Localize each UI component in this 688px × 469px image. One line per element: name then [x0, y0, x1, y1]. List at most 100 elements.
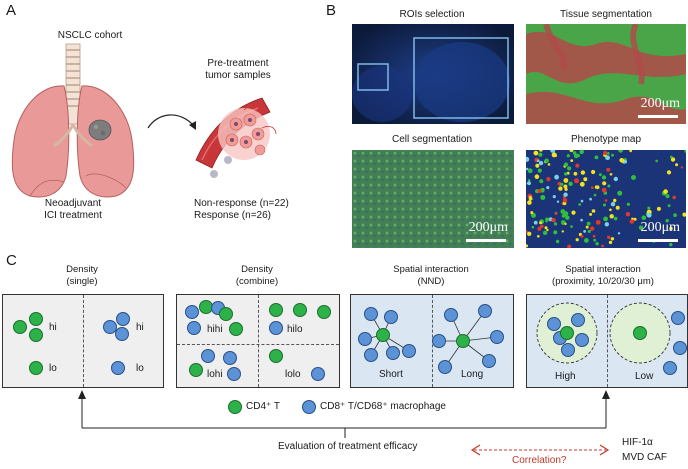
phenotype-cell-speck: [669, 242, 673, 247]
phenotype-cell-speck: [672, 195, 676, 200]
box2-label-hilo: hilo: [287, 324, 303, 335]
samples-title-line2: tumor samples: [205, 70, 271, 81]
phenotype-cell-speck: [589, 197, 592, 201]
phenotype-cell-speck: [563, 192, 568, 197]
phenotype-cell-speck: [613, 176, 618, 182]
cd4-cell: [269, 349, 283, 363]
phenotype-cell-speck: [527, 200, 532, 205]
phenotype-cell-speck: [617, 232, 621, 235]
phenotype-cell-speck: [629, 219, 634, 224]
phenotype-cell-speck: [537, 189, 542, 193]
trachea-icon: [65, 43, 81, 125]
phenotype-cell-speck: [526, 156, 530, 162]
cd8-cell: [444, 308, 458, 322]
panel-c-letter: C: [6, 252, 17, 269]
box3-label-long: Long: [461, 369, 484, 380]
phenotype-cell-speck: [534, 174, 540, 179]
cd4-cell: [29, 312, 43, 326]
response-count: Response (n=26): [194, 210, 271, 221]
phenotype-cell-speck: [631, 175, 636, 180]
phenotype-cell-speck: [553, 222, 558, 226]
phenotype-cell-speck: [584, 238, 589, 243]
phenotype-cell-speck: [537, 226, 542, 231]
phenotype-cell-speck: [583, 177, 588, 182]
phenotype-cell-speck: [560, 182, 564, 186]
phenotype-cell-speck: [530, 211, 534, 215]
phenotype-cell-speck: [591, 169, 596, 175]
cd8-cell: [103, 320, 117, 334]
box2-title-line1: Density: [241, 264, 273, 275]
phenotype-cell-speck: [593, 238, 597, 242]
phenotype-cell-speck: [558, 186, 563, 191]
phenotype-cell-speck: [682, 212, 686, 217]
phenotype-cell-speck: [533, 150, 539, 156]
phenotype-cell-speck: [563, 184, 568, 189]
cd8-cell: [386, 346, 400, 360]
tissue-scale-bar: [638, 115, 678, 118]
phenotype-cell-speck: [673, 213, 677, 217]
phenotype-cell-speck: [537, 235, 540, 238]
phenotype-cell-speck: [609, 214, 614, 219]
box2-title: Density (combine): [176, 264, 338, 288]
right-lung-icon: [76, 85, 135, 198]
phenotype-cell-speck: [646, 212, 652, 218]
phenotype-cell-speck: [593, 193, 597, 197]
box1-label-lo-right: lo: [136, 363, 144, 374]
phenotype-cell-speck: [601, 187, 607, 193]
phenotype-cell-speck: [546, 228, 549, 232]
treatment-label: Neoadjuvant ICI treatment: [22, 198, 124, 222]
legend-cd8-label: CD8⁺ T/CD68⁺ macrophage: [320, 401, 446, 412]
box1-label-lo-left: lo: [49, 363, 57, 374]
phenotype-cell-speck: [554, 174, 559, 180]
tissue-scale-label: 200μm: [640, 96, 680, 111]
phenotype-cell-speck: [590, 226, 595, 231]
phenotype-scale-label: 200μm: [640, 220, 680, 235]
phenotype-cell-speck: [546, 177, 551, 182]
box3-title-line2: (NND): [417, 276, 445, 287]
cd8-cell: [663, 361, 677, 375]
box2-label-lohi: lohi: [207, 369, 223, 380]
sample-arrow: [147, 114, 195, 129]
phenotype-cell-speck: [669, 155, 673, 159]
phenotype-cell-speck: [587, 229, 591, 233]
phenotype-cell-speck: [565, 215, 570, 220]
phenotype-cell-speck: [531, 212, 536, 218]
cell-scale-bar: [466, 239, 506, 242]
box4-title: Spatial interaction (proximity, 10/20/30…: [520, 264, 686, 288]
phenotype-cell-speck: [569, 150, 574, 153]
phenotype-cell-speck: [567, 166, 572, 171]
phenotype-cell-speck: [551, 217, 556, 223]
legend-green-dot: [228, 400, 242, 414]
cd8-cell: [115, 327, 129, 341]
box4-label-high: High: [555, 371, 576, 382]
cd8-cell: [116, 312, 130, 326]
phenotype-cell-speck: [613, 216, 618, 221]
phenotype-cell-speck: [580, 199, 584, 203]
box3-title: Spatial interaction (NND): [350, 264, 512, 288]
phenotype-cell-speck: [575, 163, 580, 168]
phenotype-cell-speck: [583, 230, 586, 233]
cd8-cell: [201, 349, 215, 363]
phenotype-cell-speck: [680, 166, 684, 169]
tumor-sample-illustration: [195, 97, 277, 178]
phenotype-cell-speck: [573, 153, 579, 159]
phenotype-cell-speck: [571, 210, 576, 215]
box1-label-hi-left: hi: [49, 322, 57, 333]
cd8-cell: [478, 304, 492, 318]
cd4-cell: [29, 361, 43, 375]
phenotype-cell-speck: [670, 157, 676, 162]
cd8-cell: [384, 310, 398, 324]
phenotype-cell-speck: [539, 150, 543, 152]
cd8-cell: [547, 317, 561, 331]
hif-label: HIF-1α: [622, 437, 653, 448]
phenotype-cell-speck: [605, 155, 610, 160]
phenotype-cell-speck: [539, 179, 544, 184]
box1-divider: [83, 295, 84, 387]
phenotype-cell-speck: [641, 215, 647, 220]
phenotype-cell-speck: [527, 179, 531, 182]
phenotype-cell-speck: [563, 211, 569, 217]
box2-divider-v: [258, 295, 259, 387]
cd8-cell: [358, 332, 372, 346]
phenotype-cell-speck: [601, 175, 607, 180]
